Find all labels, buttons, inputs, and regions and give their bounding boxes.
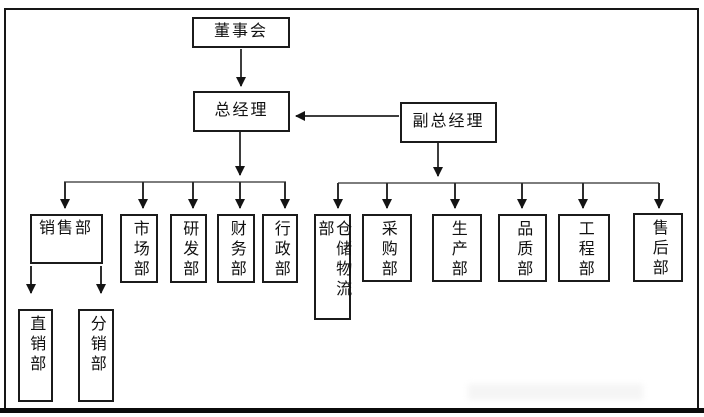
node-engineering-dept: 工程部 [558, 214, 610, 282]
node-after-sales-dept-label: 售后部 [649, 219, 667, 279]
node-distribution-dept-label: 分销部 [87, 315, 105, 375]
node-board: 董事会 [192, 17, 290, 48]
node-distribution-dept: 分销部 [78, 309, 114, 402]
node-general-manager: 总经理 [193, 91, 290, 132]
node-deputy-general-manager-label: 副总经理 [412, 113, 485, 131]
node-production-dept: 生产部 [432, 214, 482, 282]
node-finance-dept-label: 财务部 [227, 220, 245, 280]
node-rnd-dept: 研发部 [170, 214, 207, 283]
node-after-sales-dept: 售后部 [633, 213, 683, 282]
node-quality-dept: 品质部 [498, 214, 547, 282]
node-finance-dept: 财务部 [217, 214, 255, 283]
bottom-rule [0, 408, 704, 413]
node-production-dept-label: 生产部 [448, 220, 466, 280]
node-direct-sales-dept: 直销部 [18, 309, 53, 402]
node-admin-dept: 行政部 [262, 214, 298, 283]
node-general-manager-label: 总经理 [214, 102, 269, 120]
node-quality-dept-label: 品质部 [514, 220, 532, 280]
node-purchasing-dept-label: 采购部 [378, 220, 396, 280]
node-rnd-dept-label: 研发部 [180, 220, 198, 280]
node-marketing-dept-label: 市场部 [130, 220, 148, 280]
node-deputy-general-manager: 副总经理 [400, 102, 497, 143]
node-sales-dept: 销售部 [30, 214, 103, 264]
node-purchasing-dept: 采购部 [362, 214, 412, 282]
node-direct-sales-dept-label: 直销部 [27, 315, 45, 375]
node-board-label: 董事会 [213, 23, 268, 41]
node-admin-dept-label: 行政部 [271, 220, 289, 280]
node-warehouse-logistics-dept: 仓储物流部 [314, 214, 351, 320]
node-warehouse-logistics-dept-label: 仓储物流部 [315, 220, 351, 300]
watermark-smudge [468, 384, 643, 400]
node-engineering-dept-label: 工程部 [575, 220, 593, 280]
node-marketing-dept: 市场部 [120, 214, 158, 283]
outer-frame [4, 8, 699, 408]
node-sales-dept-label: 销售部 [39, 220, 94, 237]
